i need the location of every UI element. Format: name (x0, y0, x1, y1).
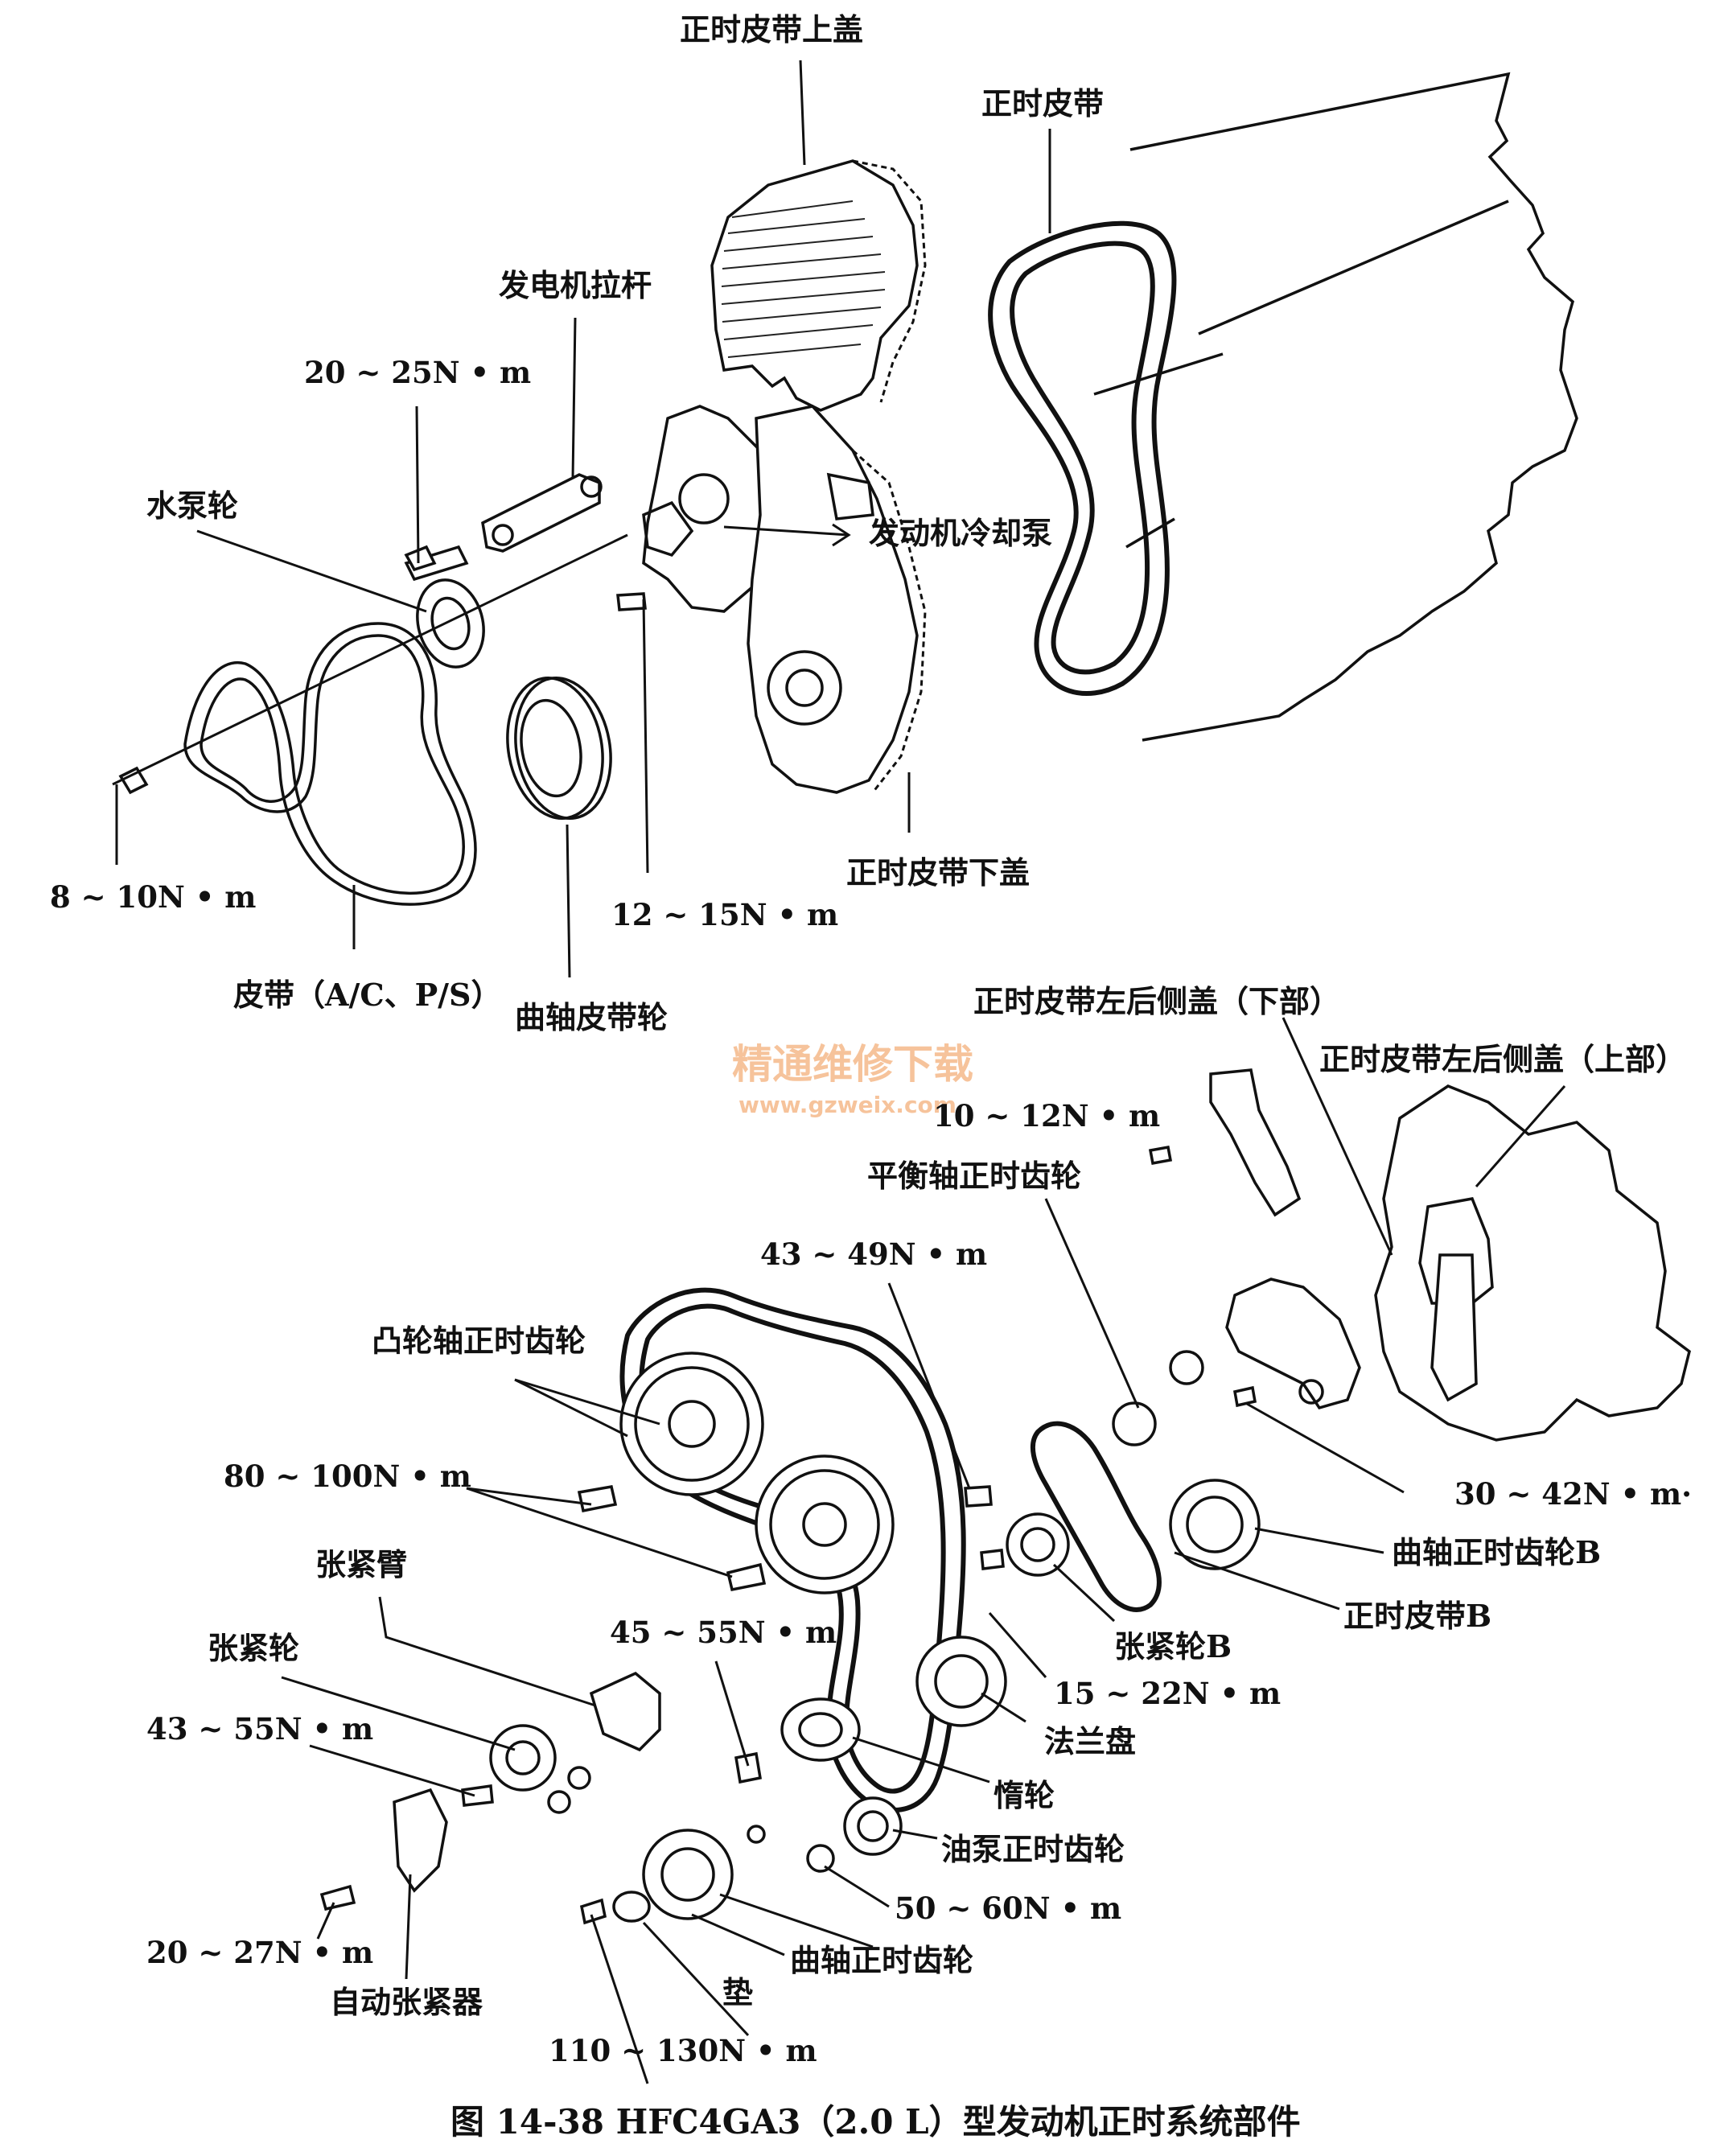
label-auto-tensioner: 自动张紧器 (330, 1984, 483, 2020)
label-tensioner-arm: 张紧臂 (315, 1546, 407, 1582)
label-crank-gear-b: 曲轴正时齿轮B (1392, 1534, 1601, 1570)
label-tensioner-b: 张紧轮B (1114, 1628, 1232, 1664)
timing-belt-upper-cover (710, 159, 927, 412)
watermark-title: 精通维修下载 (732, 1041, 973, 1088)
label-timing-belt: 正时皮带 (981, 85, 1104, 121)
label-water-pump-pulley: 水泵轮 (146, 488, 238, 524)
timing-belt-b (1030, 1421, 1162, 1612)
label-timing-belt-b: 正时皮带B (1343, 1598, 1491, 1634)
timing-belt-lower-cover (747, 405, 927, 794)
label-torque-110-130: 110 ~ 130N • m (549, 2033, 817, 2068)
label-crankshaft-pulley: 曲轴皮带轮 (515, 999, 668, 1035)
camshaft-gears (619, 1352, 895, 1594)
label-torque-15-22: 15 ~ 22N • m (1054, 1676, 1281, 1711)
label-tensioner-pulley: 张紧轮 (208, 1630, 299, 1666)
label-torque-45-55: 45 ~ 55N • m (610, 1615, 837, 1650)
label-camshaft-gear: 凸轮轴正时齿轮 (372, 1323, 586, 1359)
small-bolts-upper (118, 545, 647, 795)
label-washer: 垫 (722, 1974, 753, 2010)
figure-caption: 图 14-38 HFC4GA3（2.0 L）型发动机正时系统部件 (450, 2102, 1301, 2142)
labels: 正时皮带上盖 正时皮带 发电机拉杆 20 ~ 25N • m 水泵轮 发动机冷却… (50, 11, 1692, 2068)
label-flange: 法兰盘 (1044, 1723, 1136, 1759)
label-torque-80-100: 80 ~ 100N • m (224, 1459, 471, 1494)
label-torque-43-49: 43 ~ 49N • m (760, 1236, 987, 1272)
label-crank-timing-gear: 曲轴正时齿轮 (790, 1942, 973, 1978)
label-belt-ac-ps: 皮带（A/C、P/S） (233, 977, 502, 1013)
label-torque-30-42: 30 ~ 42N • m· (1454, 1476, 1692, 1512)
label-timing-belt-upper-cover: 正时皮带上盖 (680, 11, 863, 47)
label-alternator-rod: 发电机拉杆 (499, 267, 652, 303)
upper-leader-lines (112, 60, 1051, 978)
label-balance-shaft-gear: 平衡轴正时齿轮 (867, 1158, 1081, 1194)
label-torque-43-55: 43 ~ 55N • m (146, 1711, 373, 1747)
label-torque-8-10: 8 ~ 10N • m (50, 879, 256, 915)
watermark-url: www.gzweix.com (738, 1092, 957, 1118)
lower-small-parts (393, 1350, 1261, 1923)
timing-belt-upper (988, 220, 1177, 697)
rear-cover-outline (1209, 1068, 1691, 1442)
accessory-belt (183, 622, 477, 906)
label-torque-12-15: 12 ~ 15N • m (611, 897, 838, 932)
label-timing-belt-lower-cover: 正时皮带下盖 (846, 854, 1030, 891)
lower-leader-lines (281, 1017, 1566, 2084)
alternator-rod (481, 473, 603, 553)
label-left-rear-cover-upper: 正时皮带左后侧盖（上部） (1319, 1041, 1686, 1077)
crankshaft-pulley (506, 677, 612, 820)
label-torque-20-25: 20 ~ 25N • m (304, 355, 531, 390)
label-oil-pump-gear: 油泵正时齿轮 (941, 1831, 1125, 1867)
label-idler: 惰轮 (994, 1777, 1055, 1813)
watermark: 精通维修下载 www.gzweix.com (732, 1041, 973, 1118)
label-torque-10-12: 10 ~ 12N • m (933, 1098, 1160, 1134)
engine-coolant-pump (642, 405, 782, 613)
main-timing-belt (619, 1287, 966, 1812)
label-engine-coolant-pump: 发动机冷却泵 (869, 515, 1052, 551)
lower-bolts (319, 1145, 1257, 1925)
label-left-rear-cover-lower: 正时皮带左后侧盖（下部） (973, 983, 1340, 1019)
label-torque-50-60: 50 ~ 60N • m (895, 1891, 1121, 1926)
label-torque-20-27: 20 ~ 27N • m (146, 1935, 373, 1970)
